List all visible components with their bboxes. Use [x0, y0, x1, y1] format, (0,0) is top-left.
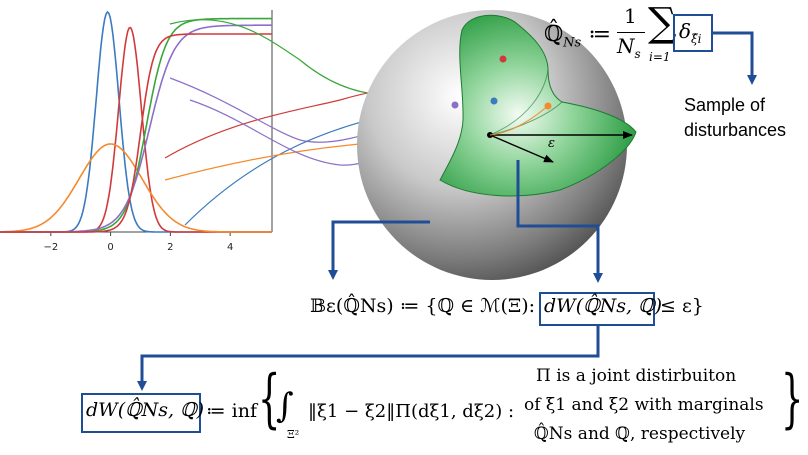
arrow-to-sample-label	[712, 31, 757, 85]
pdf-blue-curve	[0, 10, 272, 233]
x-tick-label: 2	[167, 242, 173, 253]
empirical-distribution-lhs: ℚ̂Ns ≔	[544, 22, 611, 50]
delta-subscript: ξ̂i	[691, 32, 702, 46]
fraction-denominator: Ns	[617, 34, 641, 61]
cdf-red-curve	[0, 33, 272, 233]
q-hat-symbol: ℚ̂	[544, 22, 564, 47]
ball-definition-rhs: ≤ ε}	[660, 295, 704, 317]
delta-box	[673, 14, 713, 52]
dw-definition-inf: ≔ inf	[206, 400, 258, 422]
ball-definition-boxed: dW(ℚ̂Ns, ℚ)	[544, 295, 663, 317]
delta-char: δ	[679, 19, 692, 43]
wasserstein-ball-sphere: ε	[357, 10, 637, 280]
integral-domain: Ξ²	[287, 428, 300, 441]
cutaway-edge	[489, 69, 549, 136]
sample-label-line1: Sample of	[684, 95, 766, 115]
sample-label-line2: disturbances	[684, 120, 787, 140]
dw-definition-box	[81, 393, 201, 433]
distribution-plot: −2 0 2 4	[0, 10, 273, 253]
sum-symbol: ∑	[648, 0, 677, 46]
assign-symbol: ≔	[588, 22, 611, 47]
fraction-numerator: 1	[624, 4, 637, 28]
flow-arrows	[137, 31, 757, 391]
pdf-red-curve	[0, 26, 272, 233]
arrow-center-to-ball-def	[516, 160, 603, 283]
frac-den-sub: s	[634, 47, 641, 61]
ball-definition-lhs: 𝔹ε(ℚ̂Ns) ≔ {ℚ ∈ ℳ(Ξ):	[310, 295, 536, 317]
sample-point-purple	[451, 101, 459, 109]
dw-definition-lhs: dW(ℚ̂Ns, ℚ)	[86, 399, 205, 421]
arrow-to-ball-def	[328, 220, 430, 280]
radius-arrow-diagonal	[489, 134, 554, 163]
integral-symbol: ∫	[276, 386, 294, 426]
condition-line2: of ξ1 and ξ2 with marginals	[524, 395, 764, 415]
condition-line1: Π is a joint distirbuiton	[536, 366, 737, 386]
left-brace: {	[258, 362, 281, 436]
sample-point-blue	[490, 97, 498, 105]
frac-den-n: N	[617, 34, 635, 58]
sphere-cutaway	[439, 14, 637, 197]
right-brace: }	[781, 362, 804, 436]
fraction-bar	[617, 32, 645, 33]
integrand: ‖ξ1 − ξ2‖Π(dξ1, dξ2) :	[308, 401, 515, 422]
center-link-curve	[489, 105, 549, 136]
q-hat-subscript: Ns	[563, 35, 582, 51]
condition-line3: ℚ̂Ns and ℚ, respectively	[534, 424, 746, 444]
x-tick-label: 4	[227, 242, 233, 253]
delta-symbol: δξ̂i	[679, 19, 702, 46]
x-tick-label: −2	[43, 242, 58, 253]
arrow-to-dw-def	[137, 326, 600, 391]
sample-point-red	[499, 55, 507, 63]
cutaway-inner-curve	[489, 101, 563, 136]
pdf-orange-curve	[0, 143, 272, 233]
ball-definition-box	[539, 292, 655, 326]
x-tick-label: 0	[107, 242, 113, 253]
epsilon-label: ε	[548, 136, 555, 151]
sum-lower-limit: i=1	[649, 50, 671, 64]
pdf-curves	[0, 10, 272, 233]
